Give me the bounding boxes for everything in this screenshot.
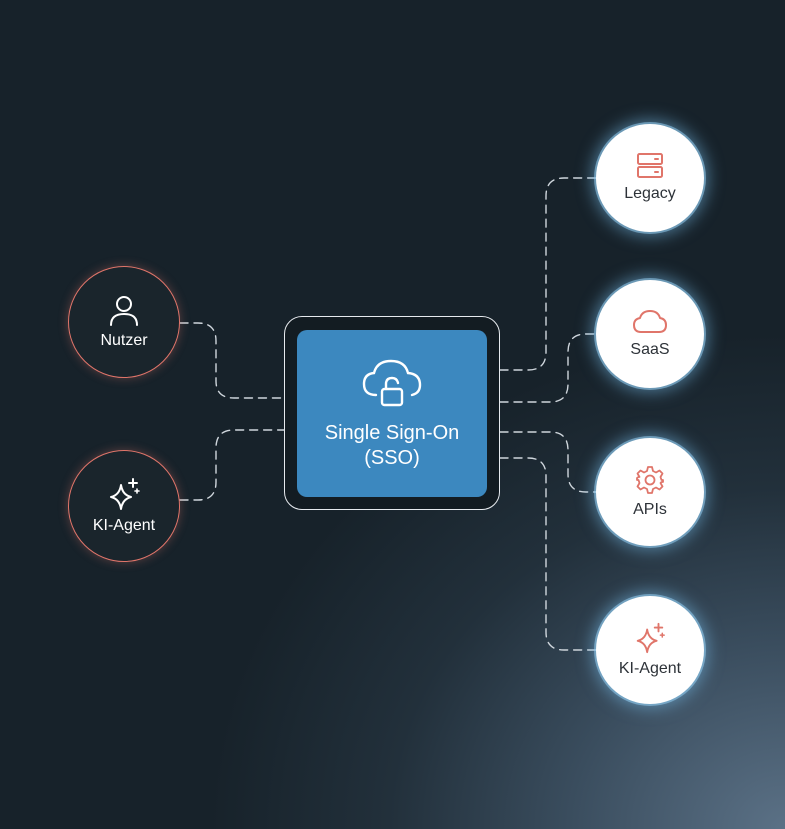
node-legacy: Legacy <box>596 124 704 232</box>
connector-saas <box>499 333 597 403</box>
gear-icon <box>636 466 664 494</box>
sparkle-icon <box>110 478 140 510</box>
server-icon <box>637 153 663 178</box>
sso-title: Single Sign-On (SSO) <box>325 421 460 471</box>
node-nutzer: Nutzer <box>68 266 180 378</box>
node-label: Legacy <box>624 185 676 202</box>
node-label: KI-Agent <box>618 660 682 677</box>
sso-box: Single Sign-On (SSO) <box>297 330 487 497</box>
node-label: KI-Agent <box>92 517 156 534</box>
node-apis: APIs <box>596 438 704 546</box>
node-label: APIs <box>633 501 667 518</box>
node-saas: SaaS <box>596 280 704 388</box>
node-ki-agent-source: KI-Agent <box>68 450 180 562</box>
node-label: Nutzer <box>100 332 148 349</box>
connector-ki-agent-right <box>499 457 597 651</box>
sso-title-line1: Single Sign-On <box>324 421 460 444</box>
connector-ki-agent-left <box>179 429 285 501</box>
node-ki-agent-target: KI-Agent <box>596 596 704 704</box>
cloud-lock-icon <box>362 359 422 406</box>
connector-apis <box>499 431 597 493</box>
connector-legacy <box>499 177 597 371</box>
user-icon <box>110 296 138 326</box>
cloud-icon <box>633 310 667 333</box>
sparkle-icon <box>636 622 665 654</box>
node-label: SaaS <box>630 341 670 358</box>
connector-nutzer <box>179 322 285 399</box>
sso-title-line2: (SSO) <box>364 446 420 469</box>
